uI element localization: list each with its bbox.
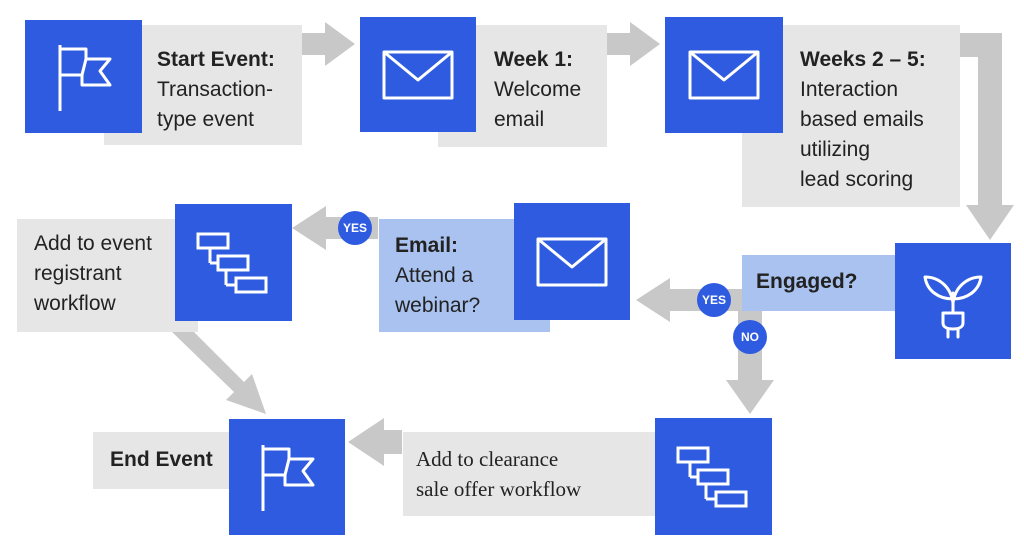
- workflow-icon: [676, 446, 747, 507]
- workflow-icon: [196, 232, 267, 293]
- registrant-tile: [175, 204, 292, 321]
- weeks2to5-line-2: based emails: [800, 108, 924, 131]
- yes-badge-webinar: YES: [338, 211, 372, 245]
- weeks2to5-line-1: Interaction: [800, 78, 899, 101]
- webinar-title: Email:: [395, 234, 459, 257]
- weeks2to5-title: Weeks 2 – 5:: [800, 48, 926, 71]
- no-badge-engaged: NO: [733, 320, 767, 354]
- flag-icon: [58, 44, 111, 111]
- registrant-card: Add to event registrant workflow: [17, 219, 198, 332]
- registrant-line-3: workflow: [34, 292, 116, 315]
- start-event-line-1: Transaction-: [157, 78, 273, 101]
- start-event-line-2: type event: [157, 108, 254, 131]
- week1-line-1: Welcome: [494, 78, 582, 101]
- yes-badge-engaged: YES: [697, 283, 731, 317]
- engaged-tile: [895, 243, 1011, 359]
- week1-title: Week 1:: [494, 48, 573, 71]
- registrant-line-1: Add to event: [34, 232, 152, 255]
- weeks2to5-tile: [665, 17, 783, 133]
- arrow-start-to-week1: [302, 22, 355, 66]
- arrow-registrant-to-end: [170, 330, 266, 414]
- arrow-week1-to-weeks2to5: [607, 22, 660, 66]
- engaged-title: Engaged?: [756, 270, 858, 293]
- plant-plug-icon: [923, 275, 983, 339]
- start-event-title: Start Event:: [157, 48, 275, 71]
- arrow-clearance-to-end: [348, 418, 402, 466]
- start-event-tile: [25, 20, 142, 133]
- clearance-tile: [655, 418, 772, 535]
- clearance-card: Add to clearance sale offer workflow: [403, 432, 658, 516]
- registrant-line-2: registrant: [34, 262, 122, 285]
- webinar-line-2: webinar?: [395, 294, 481, 317]
- envelope-icon: [536, 237, 608, 286]
- webinar-line-1: Attend a: [395, 264, 474, 287]
- weeks2to5-line-4: lead scoring: [800, 168, 914, 191]
- envelope-icon: [688, 50, 760, 100]
- week1-tile: [360, 17, 476, 132]
- envelope-icon: [382, 50, 454, 99]
- week1-line-2: email: [494, 108, 545, 131]
- webinar-tile: [514, 203, 630, 320]
- clearance-line-1: Add to clearance: [416, 447, 559, 471]
- clearance-line-2: sale offer workflow: [416, 477, 582, 501]
- end-event-tile: [229, 419, 345, 535]
- end-event-title: End Event: [110, 448, 213, 471]
- end-event-card: End Event: [93, 432, 243, 489]
- weeks2to5-line-3: utilizing: [800, 138, 871, 161]
- flag-icon: [261, 445, 315, 511]
- engaged-card: Engaged?: [742, 255, 897, 311]
- arrow-weeks2to5-to-engaged: [960, 33, 1014, 240]
